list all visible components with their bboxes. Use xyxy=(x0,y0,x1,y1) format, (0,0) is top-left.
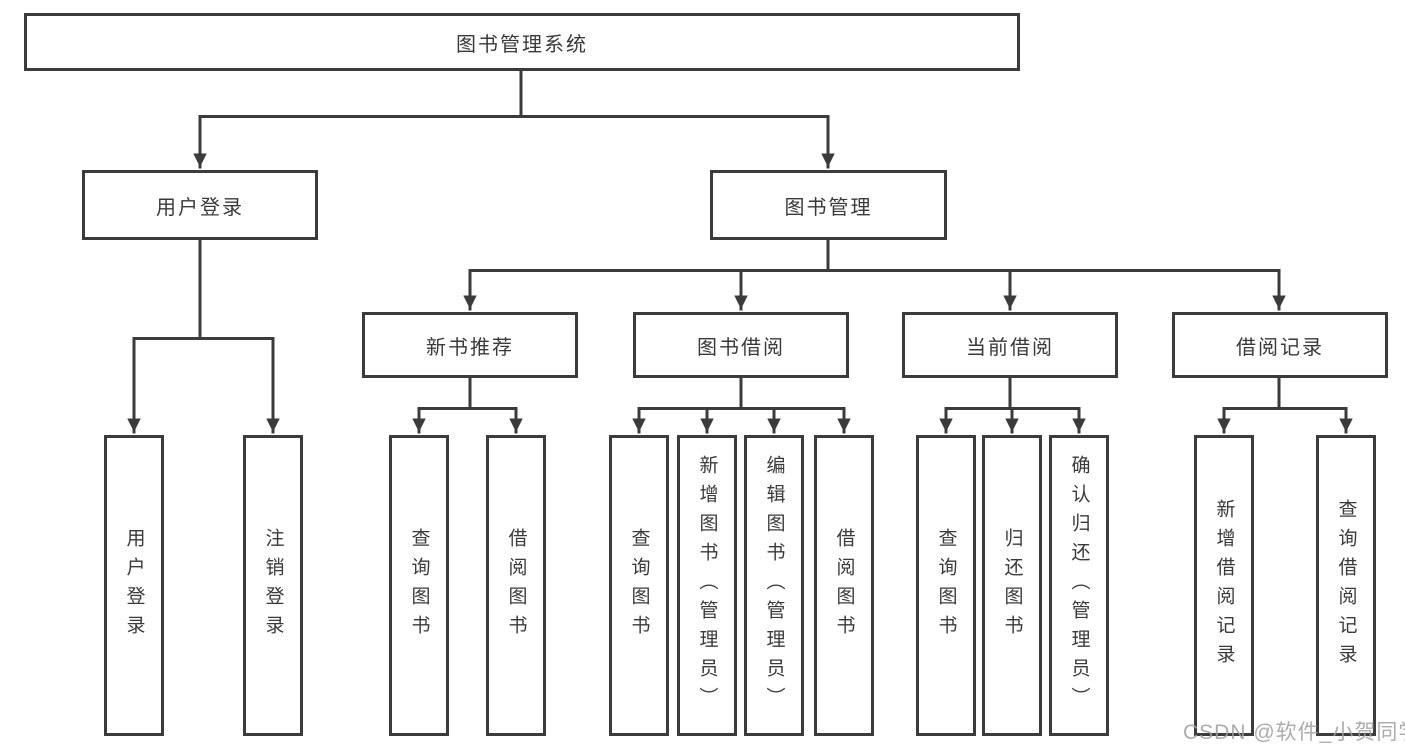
node-user-login-group: 用户登录 xyxy=(82,170,318,240)
node-book-management-label: 图书管理 xyxy=(784,196,873,219)
leaf-br-query-record-label: 查询借阅记录 xyxy=(1335,498,1357,673)
leaf-user-login-label: 用户登录 xyxy=(123,527,145,644)
leaf-br-query-record: 查询借阅记录 xyxy=(1316,435,1376,736)
leaf-user-login: 用户登录 xyxy=(104,435,164,736)
leaf-bb-add-books-admin: 新增图书（管理员） xyxy=(677,435,737,736)
leaf-bb-query-books: 查询图书 xyxy=(609,435,669,736)
node-root: 图书管理系统 xyxy=(24,13,1020,71)
node-current-borrowing-label: 当前借阅 xyxy=(966,336,1054,359)
leaf-bb-borrow-books-label: 借阅图书 xyxy=(833,527,855,644)
node-current-borrowing: 当前借阅 xyxy=(902,312,1118,378)
node-user-login-group-label: 用户登录 xyxy=(156,196,244,219)
leaf-br-add-record-label: 新增借阅记录 xyxy=(1213,498,1235,673)
leaf-cb-confirm-return-admin-label: 确认归还（管理员） xyxy=(1068,455,1090,716)
leaf-bb-borrow-books: 借阅图书 xyxy=(814,435,874,736)
node-book-borrowing: 图书借阅 xyxy=(633,312,849,378)
node-book-borrowing-label: 图书借阅 xyxy=(697,336,785,359)
leaf-nbr-borrow-books-label: 借阅图书 xyxy=(505,527,527,644)
leaf-cb-return-books: 归还图书 xyxy=(982,435,1042,736)
leaf-cb-query-books-label: 查询图书 xyxy=(935,527,957,644)
watermark: CSDN @软件_小贺同学 xyxy=(1183,721,1405,744)
leaf-bb-edit-books-admin: 编辑图书（管理员） xyxy=(744,435,804,736)
node-book-management: 图书管理 xyxy=(710,170,947,240)
leaf-nbr-borrow-books: 借阅图书 xyxy=(486,435,546,736)
node-root-label: 图书管理系统 xyxy=(456,33,588,56)
leaf-cb-return-books-label: 归还图书 xyxy=(1001,527,1023,644)
leaf-cb-query-books: 查询图书 xyxy=(916,435,976,736)
node-borrowing-records-label: 借阅记录 xyxy=(1236,336,1324,359)
node-new-book-recommend: 新书推荐 xyxy=(362,312,578,378)
leaf-nbr-query-books-label: 查询图书 xyxy=(408,527,430,644)
leaf-bb-query-books-label: 查询图书 xyxy=(628,527,650,644)
node-new-book-recommend-label: 新书推荐 xyxy=(426,336,514,359)
leaf-bb-edit-books-admin-label: 编辑图书（管理员） xyxy=(763,455,785,716)
leaf-cb-confirm-return-admin: 确认归还（管理员） xyxy=(1049,435,1109,736)
leaf-logout-label: 注销登录 xyxy=(262,527,284,644)
leaf-bb-add-books-admin-label: 新增图书（管理员） xyxy=(696,455,718,716)
leaf-nbr-query-books: 查询图书 xyxy=(389,435,449,736)
leaf-br-add-record: 新增借阅记录 xyxy=(1194,435,1254,736)
leaf-logout: 注销登录 xyxy=(243,435,303,736)
node-borrowing-records: 借阅记录 xyxy=(1172,312,1388,378)
